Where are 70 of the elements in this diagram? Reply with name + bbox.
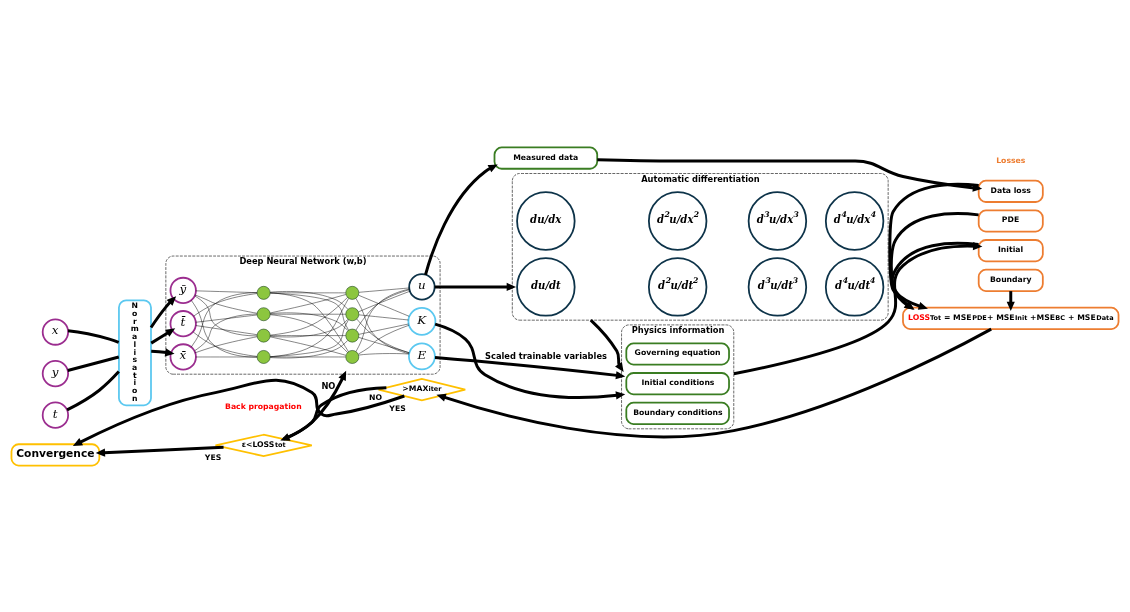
- node-circle: d$^{4}$u/dx$^{4}$: [824, 190, 885, 251]
- edge-label: Scaled trainable variables: [485, 350, 607, 361]
- edge-label: NO: [321, 380, 336, 391]
- connector: [358, 352, 410, 355]
- node-circle: du/dx: [516, 190, 576, 251]
- node-circle: x̄: [169, 342, 197, 371]
- node-circle: du/dt: [516, 256, 576, 317]
- node-circle: [256, 328, 271, 342]
- arrow: [1006, 290, 1015, 311]
- connector: [358, 290, 411, 312]
- connector: [270, 334, 346, 336]
- connector: [358, 294, 410, 317]
- node-box: Convergence: [10, 442, 101, 466]
- connector: [67, 328, 120, 344]
- node-circle: t: [41, 401, 69, 429]
- connector: [358, 323, 409, 335]
- arrow: [282, 370, 347, 440]
- arrow: [149, 295, 177, 328]
- connector: [191, 299, 258, 357]
- connector: [67, 355, 120, 372]
- node-circle: d$^{4}$u/dt$^{4}$: [824, 256, 885, 317]
- arrow: [151, 347, 175, 356]
- node-circle: t̄: [169, 309, 197, 337]
- connector: [195, 324, 258, 335]
- connector: [191, 291, 258, 347]
- connector: [356, 318, 410, 353]
- connector: [194, 295, 258, 336]
- arrow: [733, 241, 983, 375]
- node-circle: y: [41, 359, 69, 387]
- arrow: [434, 282, 517, 291]
- node-circle: d$^{3}$u/dt$^{3}$: [747, 256, 808, 317]
- arrow: [597, 157, 983, 192]
- arrow: [434, 355, 626, 379]
- node-circle: d$^{3}$u/dx$^{3}$: [747, 190, 808, 251]
- node-circle: K: [407, 306, 437, 336]
- connector: [195, 314, 258, 322]
- node-circle: [345, 328, 360, 342]
- arrow: [95, 445, 224, 457]
- connector: [355, 297, 410, 354]
- node-circle: d$^{2}$u/dx$^{2}$: [648, 190, 708, 251]
- connector: [358, 287, 410, 293]
- node-circle: [256, 306, 271, 321]
- node-circle: x: [41, 317, 69, 346]
- node-circle: E: [408, 342, 436, 370]
- connector: [269, 290, 348, 309]
- node-circle: u: [408, 272, 436, 300]
- connector: [195, 290, 258, 293]
- arrow: [589, 318, 624, 372]
- connector: [66, 370, 120, 411]
- node-circle: [345, 285, 360, 300]
- arrow: [150, 327, 176, 344]
- connector: [269, 312, 348, 331]
- connector: [355, 288, 410, 330]
- node-circle: ȳ: [169, 276, 197, 304]
- node-circle: [345, 349, 360, 364]
- connector: [358, 336, 410, 353]
- node-circle: [345, 306, 360, 321]
- arrow: [434, 322, 626, 399]
- arrow: [424, 163, 498, 275]
- arrow: [280, 385, 387, 441]
- connector: [358, 324, 410, 354]
- arrow: [436, 327, 992, 438]
- node-circle: [256, 285, 271, 300]
- node-circle: d$^{2}$u/dt$^{2}$: [648, 256, 708, 317]
- connector: [355, 288, 410, 352]
- connector: [270, 292, 346, 293]
- connector: [194, 313, 258, 351]
- arrow: [72, 378, 405, 446]
- node-circle: [256, 349, 271, 364]
- connector: [269, 318, 348, 337]
